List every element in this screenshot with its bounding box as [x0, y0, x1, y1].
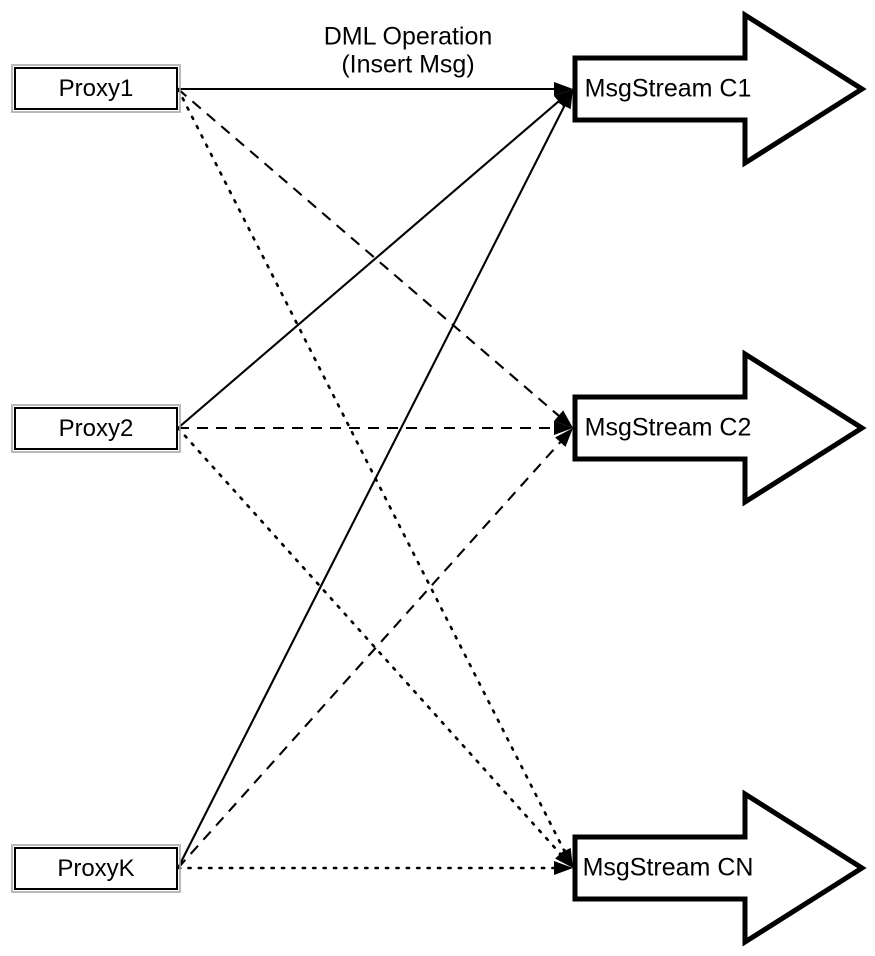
proxy-node-proxy2[interactable]: Proxy2	[11, 404, 181, 453]
edge-proxy2-to-msgstream_cn	[176, 426, 564, 858]
edge-proxy1-to-msgstream_c2	[177, 88, 562, 419]
stream-arrow-msgstream_c1: MsgStream C1	[572, 10, 867, 168]
proxy-label-proxyK: ProxyK	[57, 855, 134, 882]
stream-arrow-shape	[572, 789, 867, 947]
proxy-box-rect[interactable]	[14, 67, 178, 110]
proxy-box-outline	[11, 844, 181, 893]
proxy-label-proxy2: Proxy2	[59, 415, 134, 442]
arrowhead-proxyK-to-msgstream_c1	[558, 89, 573, 110]
stream-arrow-msgstream_c2: MsgStream C2	[572, 349, 867, 507]
arrowhead-proxy1-to-msgstream_c1	[554, 82, 573, 96]
edge-proxyK-to-msgstream_c1	[177, 102, 567, 869]
stream-label-msgstream_c1: MsgStream C1	[585, 75, 752, 103]
stream-arrow-msgstream_cn: MsgStream CN	[572, 789, 867, 947]
arrowhead-proxy2-to-msgstream_c2	[554, 421, 573, 435]
proxy-label-proxy1: Proxy1	[59, 75, 134, 102]
edge-caption-line-2: (Insert Msg)	[341, 51, 474, 79]
arrowhead-proxyK-to-msgstream_c2	[555, 428, 573, 447]
edge-proxyK-to-msgstream_c2	[177, 439, 564, 869]
stream-label-msgstream_c2: MsgStream C2	[585, 414, 752, 442]
stream-label-msgstream_cn: MsgStream CN	[583, 854, 754, 882]
stream-arrow-shape	[572, 10, 867, 168]
edge-proxy1-to-msgstream_cn	[176, 87, 568, 856]
arrowhead-proxyK-to-msgstream_cn	[554, 861, 573, 875]
proxy-box-outline	[11, 404, 181, 453]
arrowheads-layer	[554, 82, 573, 875]
edge-caption-line-1: DML Operation	[324, 23, 493, 51]
edge-caption: DML Operation (Insert Msg)	[324, 23, 493, 79]
proxy-node-proxyK[interactable]: ProxyK	[11, 844, 181, 893]
arrowhead-proxy1-to-msgstream_c2	[554, 410, 573, 428]
edges-layer	[176, 87, 568, 870]
proxy-box-outline	[11, 64, 181, 113]
proxy-box-rect[interactable]	[14, 407, 178, 450]
proxy-box-rect[interactable]	[14, 847, 178, 890]
edge-proxy2-to-msgstream_c1	[177, 98, 562, 429]
streams-layer: MsgStream C1 MsgStream C2 MsgStream CN	[572, 10, 867, 947]
proxy-node-proxy1[interactable]: Proxy1	[11, 64, 181, 113]
arrowhead-proxy2-to-msgstream_cn	[555, 849, 573, 868]
stream-arrow-shape	[572, 349, 867, 507]
